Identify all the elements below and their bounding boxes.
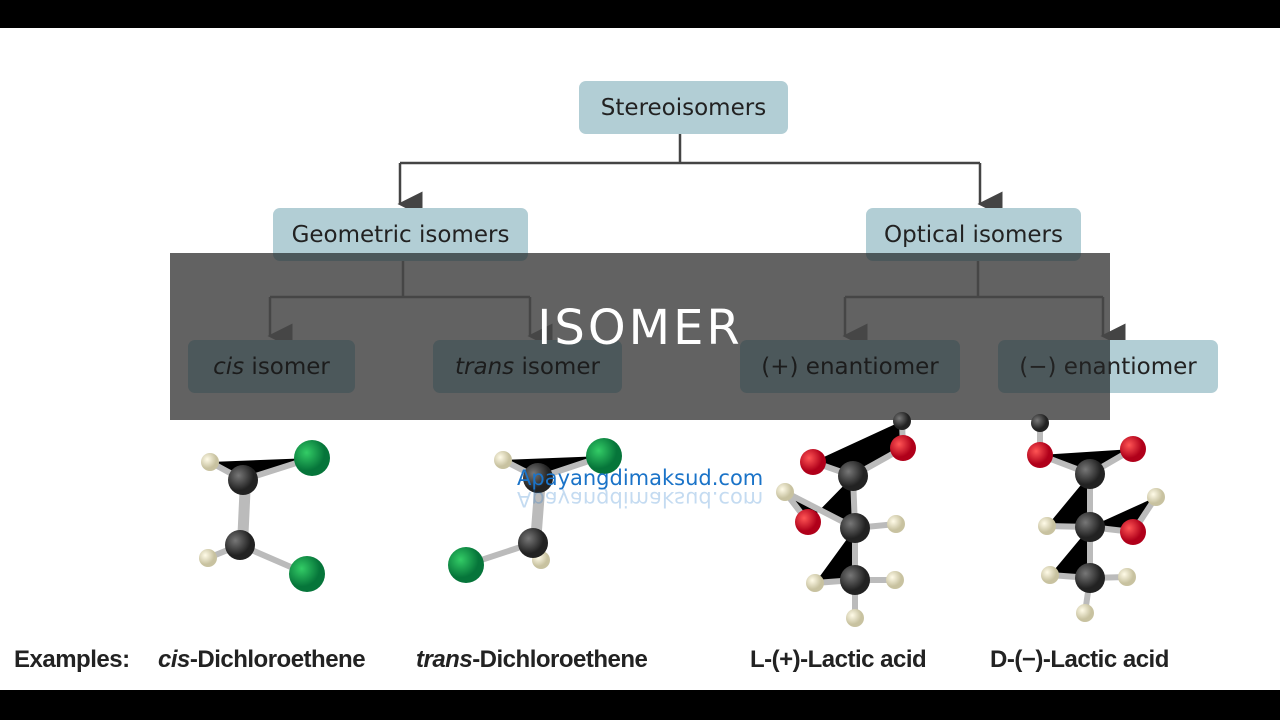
isomer-label: isomer <box>514 353 600 380</box>
trans-prefix: trans <box>416 646 473 673</box>
cis-isomer-box: cis isomer <box>188 340 355 393</box>
trans-dichloroethene-label: trans-Dichloroethene <box>416 646 648 674</box>
minus-enantiomer-box: (−) enantiomer <box>998 340 1218 393</box>
d-lactic-acid-label: D-(−)-Lactic acid <box>990 646 1169 673</box>
watermark: Apayangdimaksud.com <box>517 466 764 490</box>
compound-name: -Dichloroethene <box>472 646 648 673</box>
cis-dichloroethene-label: cis-Dichloroethene <box>158 646 366 674</box>
examples-label: Examples: <box>14 646 130 673</box>
watermark-reflection: Apayangdimaksud.com <box>517 487 764 511</box>
trans-isomer-box: trans isomer <box>433 340 622 393</box>
cis-prefix: cis <box>158 646 190 673</box>
slide-title: ISOMER <box>537 300 743 356</box>
geometric-isomers-box: Geometric isomers <box>273 208 528 261</box>
compound-name: -Dichloroethene <box>189 646 366 673</box>
isomer-label: isomer <box>244 353 330 380</box>
stereoisomers-box: Stereoisomers <box>579 81 788 134</box>
cis-label: cis <box>213 353 245 380</box>
plus-enantiomer-box: (+) enantiomer <box>740 340 960 393</box>
l-lactic-acid-label: L-(+)-Lactic acid <box>750 646 927 673</box>
trans-label: trans <box>455 353 515 380</box>
optical-isomers-box: Optical isomers <box>866 208 1081 261</box>
